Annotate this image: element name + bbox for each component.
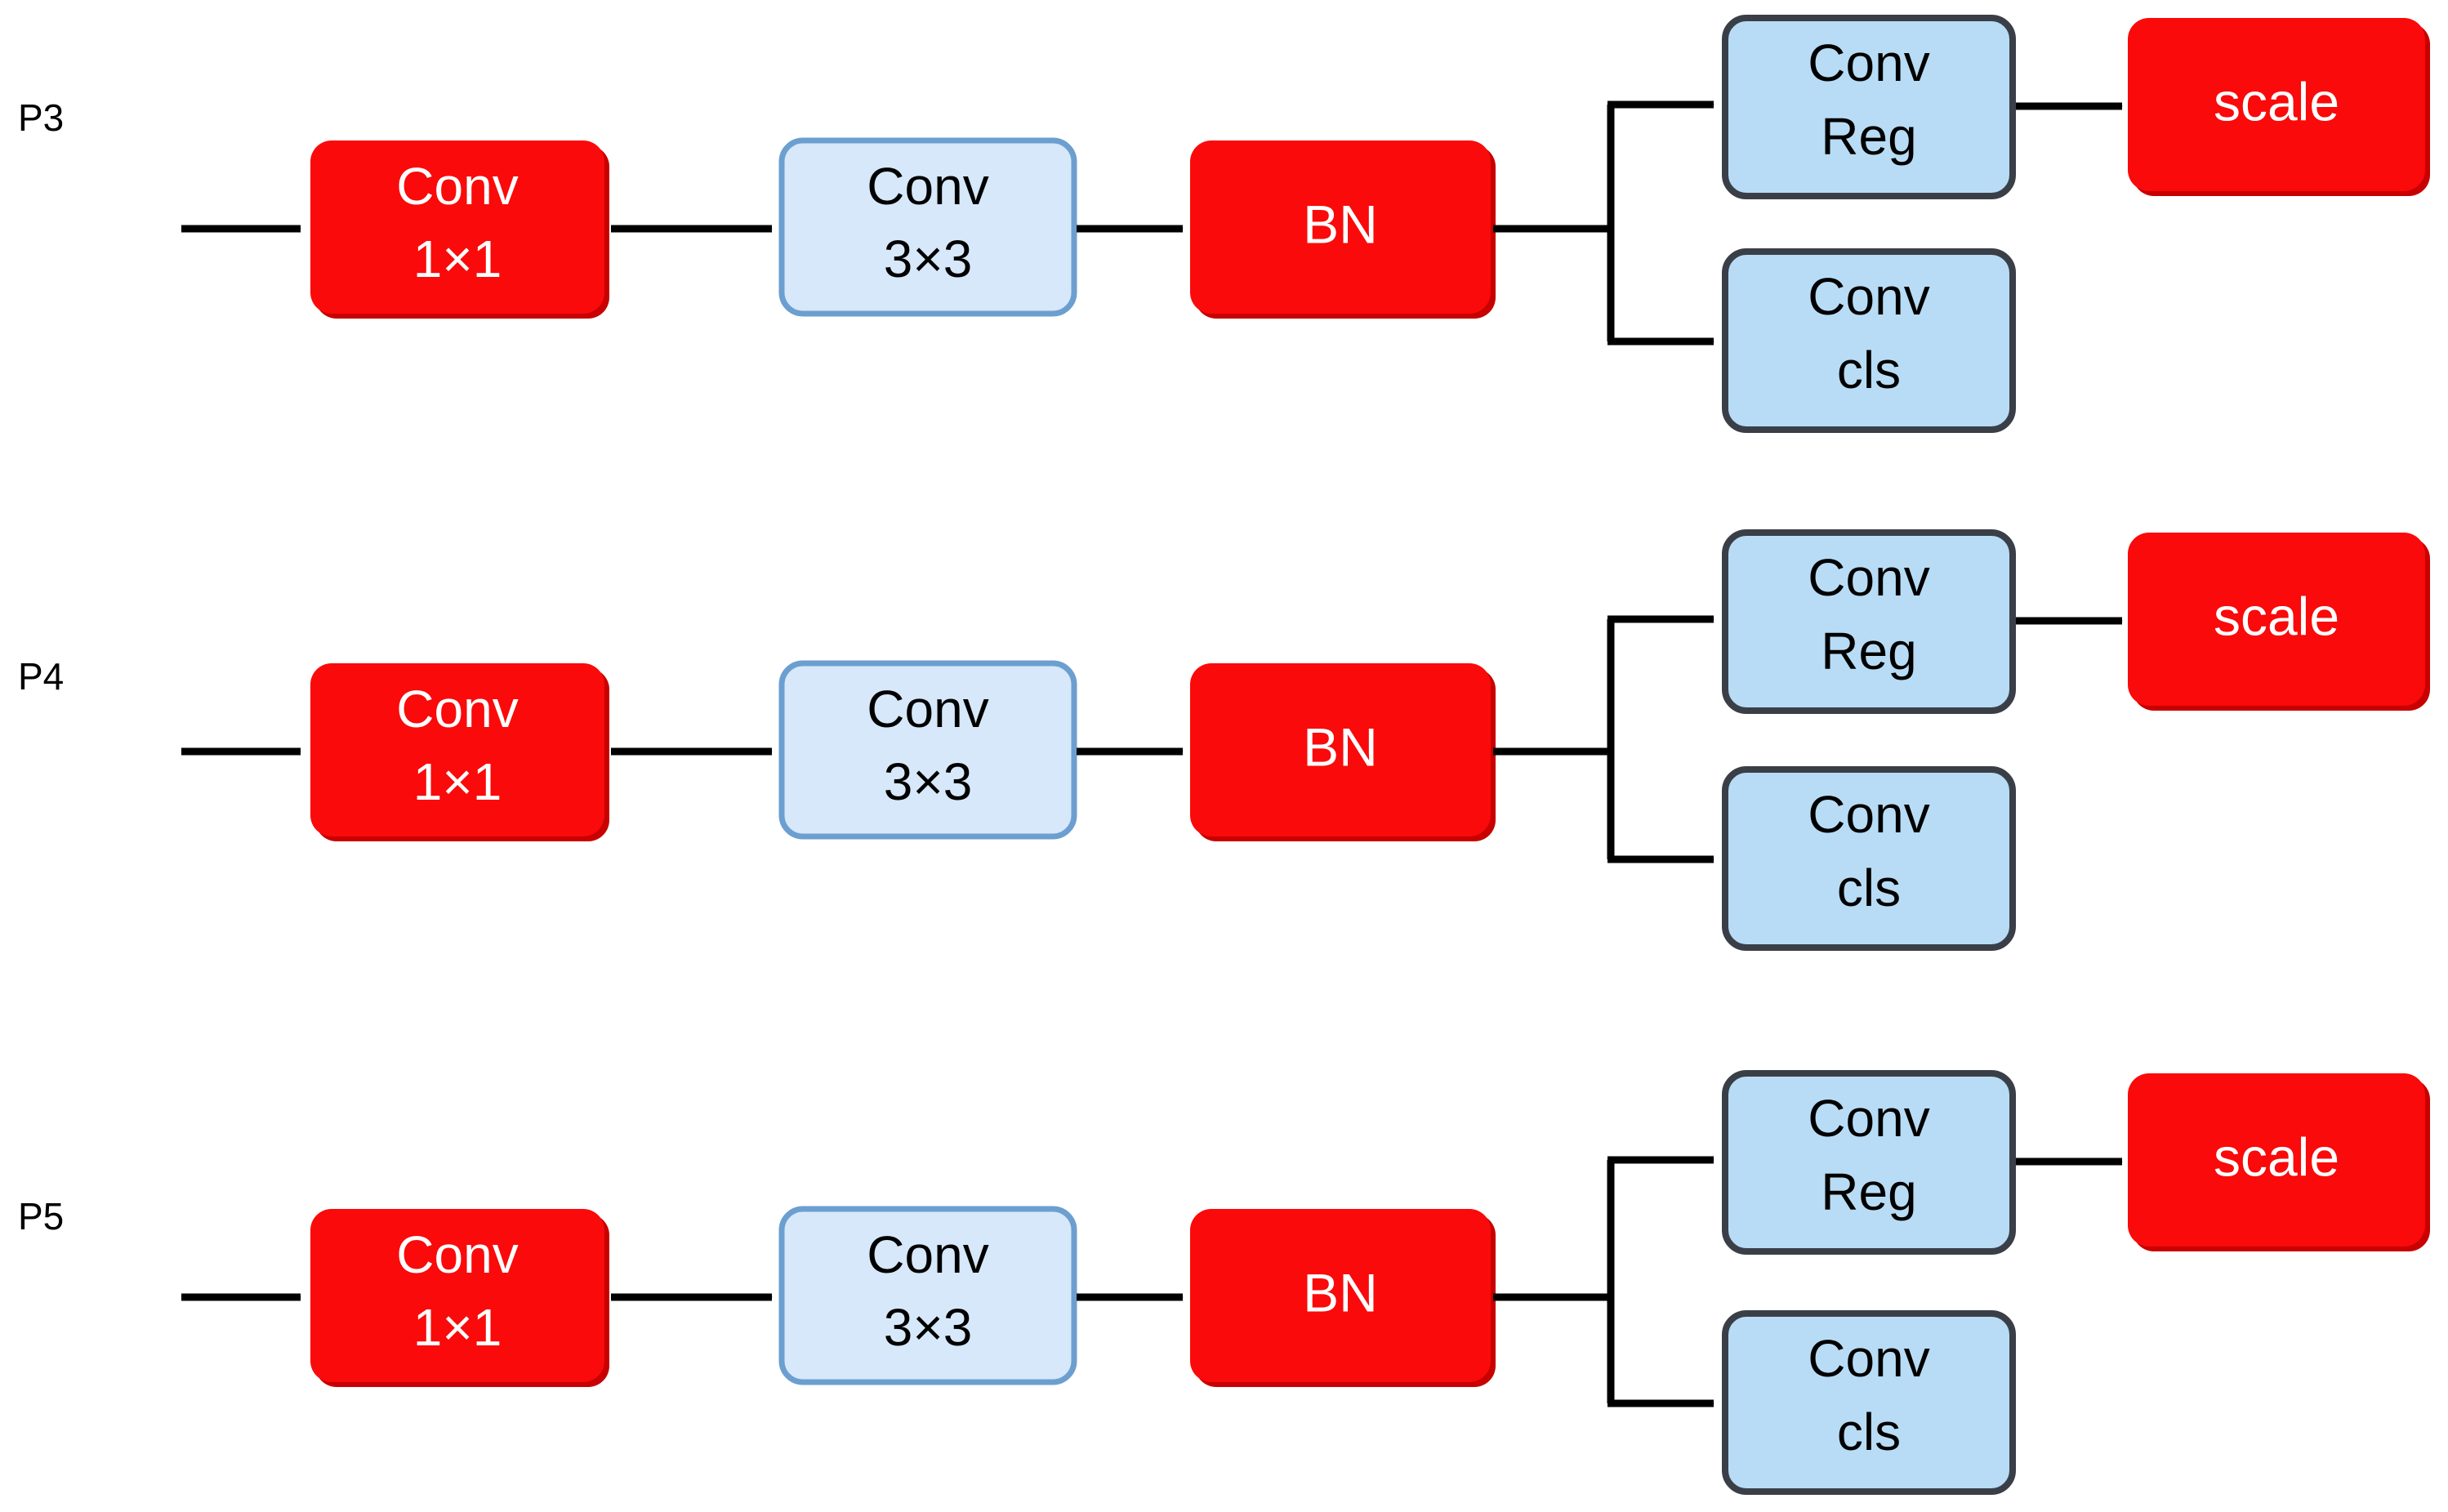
- node-conv-reg-p5: Conv Reg: [1722, 1070, 2016, 1255]
- node-conv3x3-line1-p5: Conv: [867, 1225, 988, 1284]
- node-conv1x1-line2-p5: 1×1: [413, 1298, 502, 1357]
- pipeline-row-p5: P5 Conv 1×1 Conv 3×3 BN: [18, 1070, 2430, 1495]
- node-conv3x3-line2-p4: 3×3: [884, 752, 973, 811]
- node-scale-p5: scale: [2128, 1073, 2430, 1251]
- node-conv-cls-p4: Conv cls: [1722, 766, 2016, 951]
- node-conv3x3-p3: Conv 3×3: [778, 137, 1077, 317]
- node-conv3x3-line1-p4: Conv: [867, 680, 988, 738]
- branch-splitter-p4: [1493, 615, 1714, 863]
- node-conv1x1-line1-p5: Conv: [396, 1225, 518, 1284]
- node-conv1x1-p5: Conv 1×1: [310, 1209, 609, 1387]
- node-conv-cls-p3: Conv cls: [1722, 248, 2016, 433]
- node-conv-reg-p3: Conv Reg: [1722, 15, 2016, 199]
- node-conv-cls-line1-p3: Conv: [1808, 267, 1929, 326]
- node-conv1x1-line1-p3: Conv: [396, 157, 518, 216]
- node-bn-p5: BN: [1190, 1209, 1496, 1387]
- node-conv-cls-p5: Conv cls: [1722, 1310, 2016, 1495]
- node-conv-cls-line2-p4: cls: [1837, 859, 1901, 917]
- node-conv-reg-p4: Conv Reg: [1722, 529, 2016, 714]
- node-conv-reg-line2-p3: Reg: [1821, 107, 1916, 166]
- node-scale-p3: scale: [2128, 18, 2430, 196]
- node-conv-cls-line2-p3: cls: [1837, 341, 1901, 399]
- node-conv-cls-line1-p4: Conv: [1808, 785, 1929, 844]
- node-conv1x1-p3: Conv 1×1: [310, 140, 609, 319]
- node-bn-label-p5: BN: [1303, 1262, 1378, 1322]
- stage-label-p3: P3: [18, 96, 64, 139]
- branch-splitter-p3: [1493, 100, 1714, 346]
- node-scale-label-p3: scale: [2214, 71, 2339, 132]
- node-conv3x3-line2-p3: 3×3: [884, 230, 973, 288]
- node-bn-label-p3: BN: [1303, 194, 1378, 254]
- node-conv-cls-line1-p5: Conv: [1808, 1329, 1929, 1388]
- node-conv-cls-line2-p5: cls: [1837, 1403, 1901, 1461]
- node-conv3x3-line1-p3: Conv: [867, 157, 988, 216]
- node-conv-reg-line2-p5: Reg: [1821, 1162, 1916, 1221]
- node-conv-reg-line1-p3: Conv: [1808, 33, 1929, 92]
- node-conv1x1-line2-p4: 1×1: [413, 752, 502, 811]
- branch-splitter-p5: [1493, 1156, 1714, 1407]
- node-scale-label-p5: scale: [2214, 1126, 2339, 1187]
- node-bn-label-p4: BN: [1303, 716, 1378, 777]
- node-conv-reg-line2-p4: Reg: [1821, 622, 1916, 680]
- stage-label-p4: P4: [18, 655, 64, 698]
- node-bn-p3: BN: [1190, 140, 1496, 319]
- node-conv3x3-p4: Conv 3×3: [778, 660, 1077, 840]
- pipeline-row-p3: P3 Conv 1×1 Conv 3×3 BN: [18, 15, 2430, 433]
- node-conv1x1-line2-p3: 1×1: [413, 230, 502, 288]
- node-conv-reg-line1-p5: Conv: [1808, 1089, 1929, 1148]
- pipeline-row-p4: P4 Conv 1×1 Conv 3×3 BN: [18, 529, 2430, 951]
- node-conv1x1-line1-p4: Conv: [396, 680, 518, 738]
- node-conv-reg-line1-p4: Conv: [1808, 548, 1929, 607]
- node-scale-p4: scale: [2128, 533, 2430, 711]
- node-bn-p4: BN: [1190, 663, 1496, 841]
- node-conv1x1-p4: Conv 1×1: [310, 663, 609, 841]
- node-conv3x3-line2-p5: 3×3: [884, 1298, 973, 1357]
- node-conv3x3-p5: Conv 3×3: [778, 1206, 1077, 1385]
- node-scale-label-p4: scale: [2214, 586, 2339, 646]
- stage-label-p5: P5: [18, 1195, 64, 1238]
